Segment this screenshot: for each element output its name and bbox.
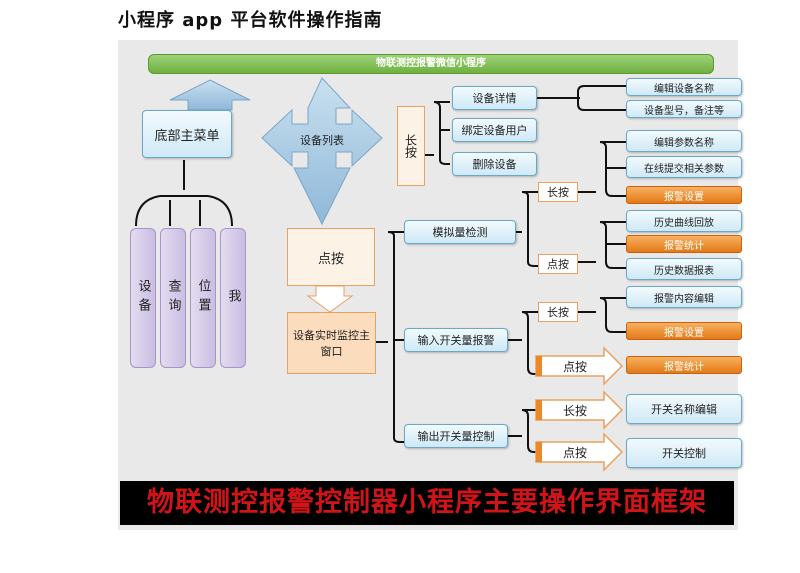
input-tap-block-arrow (535, 346, 624, 386)
history-report-box: 历史数据报表 (626, 258, 742, 280)
switch-name-edit-box: 开关名称编辑 (626, 394, 742, 424)
monitor-down-arrow (306, 285, 354, 313)
input-long-press: 长按 (538, 302, 578, 322)
alarm-content-edit-box: 报警内容编辑 (626, 286, 742, 308)
edit-device-name-box: 编辑设备名称 (626, 78, 742, 96)
analog-long-press: 长按 (538, 182, 578, 202)
analog-alarm-settings-box: 报警设置 (626, 186, 742, 204)
output-tap-label: 点按 (562, 445, 587, 460)
device-details-box: 设备详情 (452, 86, 537, 110)
delete-device-box: 删除设备 (452, 152, 537, 176)
model-note-box: 设备型号，备注等 (626, 100, 742, 118)
analog-alarm-stats-box: 报警统计 (626, 235, 742, 253)
menu-item-query: 查询 (160, 228, 186, 368)
menu-item-me: 我 (220, 228, 246, 368)
main-menu-up-arrow (169, 79, 251, 111)
menu-item-location: 位置 (190, 228, 216, 368)
bind-user-box: 绑定设备用户 (452, 118, 537, 142)
edit-param-name-box: 编辑参数名称 (626, 130, 742, 152)
document-title: 小程序 app 平台软件操作指南 (118, 10, 383, 31)
history-curve-box: 历史曲线回放 (626, 210, 742, 232)
center-tap: 点按 (287, 228, 375, 286)
input-tap-label: 点按 (562, 359, 587, 374)
bottom-banner: 物联测控报警控制器小程序主要操作界面框架 (120, 481, 734, 525)
input-alarm-stats-box: 报警统计 (626, 356, 742, 374)
input-switch-alarm-box: 输入开关量报警 (404, 328, 508, 352)
main-menu-box: 底部主菜单 (142, 110, 232, 158)
output-long-block-arrow (535, 390, 624, 430)
menu-item-device: 设备 (130, 228, 156, 368)
output-tap-block-arrow (535, 432, 624, 472)
device-list-cross-arrow (261, 77, 383, 226)
center-long-press: 长按 (397, 106, 425, 186)
submit-params-box: 在线提交相关参数 (626, 156, 742, 178)
top-title-bar: 物联测控报警微信小程序 (148, 54, 714, 74)
analog-tap: 点按 (538, 254, 578, 274)
switch-control-box: 开关控制 (626, 438, 742, 468)
output-switch-control-box: 输出开关量控制 (404, 424, 508, 448)
device-list-label: 设备列表 (300, 134, 344, 147)
input-alarm-settings-box: 报警设置 (626, 322, 742, 340)
monitor-window-box: 设备实时监控主窗口 (287, 312, 376, 374)
output-long-press-label: 长按 (562, 403, 587, 418)
analog-detection-box: 模拟量检测 (404, 220, 516, 244)
